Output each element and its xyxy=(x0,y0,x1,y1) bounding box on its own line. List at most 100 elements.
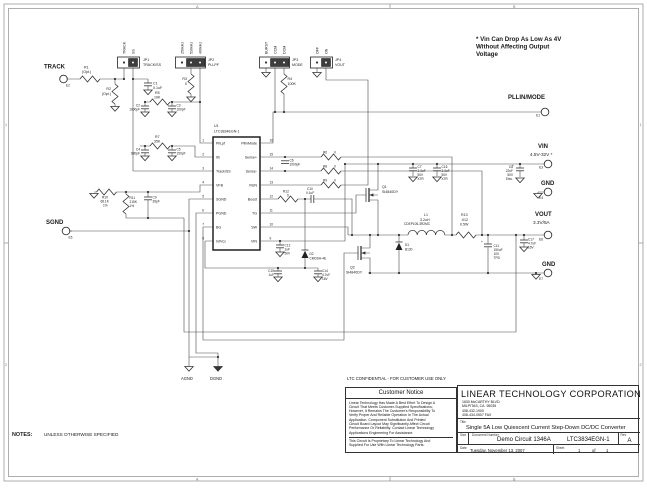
svg-text:C1: C1 xyxy=(153,82,158,86)
title-label: Title xyxy=(460,419,466,424)
plus-sign: + xyxy=(512,164,514,168)
svg-text:150pF: 150pF xyxy=(177,152,186,156)
terminal-ref: E5 xyxy=(69,236,73,240)
wires xyxy=(67,68,545,362)
svg-text:0.5W: 0.5W xyxy=(460,223,469,227)
jp3-option: CCM xyxy=(274,46,278,54)
pin-number: 1 xyxy=(202,139,204,143)
pin-name: Boost xyxy=(248,198,257,202)
svg-text:16V: 16V xyxy=(322,277,329,281)
capacitor-c3 xyxy=(167,105,177,110)
jp1-option: TRACK xyxy=(123,41,127,54)
terminal-ref: E3 xyxy=(539,166,543,170)
ground-icon xyxy=(186,96,196,102)
pin-number: 12 xyxy=(270,195,274,199)
terminal-e6 xyxy=(543,230,553,240)
svg-text:R1: R1 xyxy=(84,66,89,70)
pin-name: PGND xyxy=(216,212,227,216)
svg-text:C15: C15 xyxy=(268,269,274,273)
svg-text:JP3: JP3 xyxy=(292,58,298,62)
component-symbols: + + xyxy=(79,73,529,275)
pin-number: 2 xyxy=(202,153,204,157)
terminal-e2 xyxy=(59,74,68,84)
ground-icon xyxy=(275,251,285,258)
svg-text:B130: B130 xyxy=(405,248,413,252)
ground-icon xyxy=(261,72,271,78)
svg-text:D2: D2 xyxy=(310,252,314,256)
svg-text:16V: 16V xyxy=(528,246,535,250)
pin-number: 9 xyxy=(270,237,272,241)
pin-name: SGND xyxy=(216,198,227,202)
pin-name: SW xyxy=(251,226,257,230)
pin-number: 6 xyxy=(202,209,204,213)
pin-name: VIN xyxy=(251,240,257,244)
capacitor-c7 xyxy=(408,167,418,172)
sheet-cell: Sheet 1 of 1 xyxy=(553,445,640,454)
svg-text:R11: R11 xyxy=(130,196,136,200)
jumper-jp3 xyxy=(259,56,290,69)
pin-name: VFB xyxy=(216,184,224,188)
notice-line: This Circuit Is Proprietary To Linear Te… xyxy=(349,438,431,443)
dgnd-icon xyxy=(213,366,223,372)
notice-line: Linear Technology Has Made A Best Effort… xyxy=(349,400,436,405)
pin-number: 14 xyxy=(270,167,274,171)
resistor-r13 xyxy=(455,231,477,239)
pin-number: 8 xyxy=(202,237,204,241)
svg-text:Elec.: Elec. xyxy=(506,177,513,181)
notice-line: Circuit Board Layout May Significantly A… xyxy=(349,422,430,427)
notice-line: However, It Remains The Customer's Respo… xyxy=(349,409,436,414)
svg-text:Without Affecting Output: Without Affecting Output xyxy=(476,44,549,51)
jumper-jp1 xyxy=(117,56,140,69)
svg-text:R3: R3 xyxy=(182,77,187,81)
net-label-pllin: PLLIN/MODE xyxy=(508,95,545,101)
svg-text:0: 0 xyxy=(334,165,336,169)
customer-notice-box: Customer Notice Linear Technology Has Ma… xyxy=(345,387,457,453)
svg-text:JP2: JP2 xyxy=(208,58,214,62)
pin-number: 7 xyxy=(202,223,204,227)
zone-label: 2 xyxy=(5,363,7,367)
pin-name: Ith xyxy=(216,156,220,160)
jp3-option: DCM xyxy=(283,46,287,54)
ground-icon xyxy=(313,276,323,283)
pin-name: IntVcc xyxy=(216,240,226,244)
svg-text:PLLPF: PLLPF xyxy=(208,63,220,67)
ground-icon xyxy=(140,155,150,162)
company-address: 1630 McCARTHY BLVD. MILPITAS, CA. 95035 … xyxy=(458,400,640,418)
svg-text:CDEP105-3R2MC: CDEP105-3R2MC xyxy=(404,222,431,226)
document-section: Size Document Number Demo Circuit 1346A … xyxy=(458,432,640,445)
pin-name: TG xyxy=(252,212,257,216)
svg-text:C2: C2 xyxy=(136,104,140,108)
zone-label: A xyxy=(196,477,199,481)
svg-text:4.7uF: 4.7uF xyxy=(322,273,330,277)
ic-ref: U1 xyxy=(214,124,219,128)
net-label-vout: VOUT xyxy=(535,212,552,218)
customer-notice-body: Linear Technology Has Made A Best Effort… xyxy=(346,399,456,450)
svg-text:C11: C11 xyxy=(494,244,500,248)
zone-label: 1 xyxy=(640,123,642,127)
resistor-r8 xyxy=(320,167,342,175)
svg-text:MODE: MODE xyxy=(292,63,303,67)
svg-text:R12: R12 xyxy=(283,190,289,194)
capacitor-c16 xyxy=(432,167,442,172)
svg-text:22uF: 22uF xyxy=(506,169,513,173)
pin-name: Sense+ xyxy=(245,156,257,160)
svg-text:R13: R13 xyxy=(461,213,468,217)
confidential-note: LTC CONFIDENTIAL - FOR CUSTOMER USE ONLY xyxy=(347,376,446,381)
plus-sign: + xyxy=(481,240,483,244)
pin-name: Track/SS xyxy=(216,170,231,174)
svg-text:C4: C4 xyxy=(136,148,140,152)
doc-part: LTC3834EGN-1 xyxy=(567,437,610,443)
jumper-jp2 xyxy=(175,56,206,69)
svg-text:R6: R6 xyxy=(323,151,327,155)
svg-text:C16: C16 xyxy=(442,165,448,169)
io-labels: PLLIN/MODE E1 VIN 4.5V-32V * E3 GND E4 V… xyxy=(181,95,556,381)
svg-text:CMDSH-4E: CMDSH-4E xyxy=(310,257,327,261)
svg-text:215K: 215K xyxy=(130,200,138,204)
pin-name: BG xyxy=(216,226,221,230)
svg-text:68.1K: 68.1K xyxy=(101,200,110,204)
capacitor-c4 xyxy=(140,149,150,154)
svg-text:1uF: 1uF xyxy=(269,273,275,277)
pin-number: 4 xyxy=(202,181,204,185)
address-line: 1630 McCARTHY BLVD. xyxy=(462,400,501,404)
